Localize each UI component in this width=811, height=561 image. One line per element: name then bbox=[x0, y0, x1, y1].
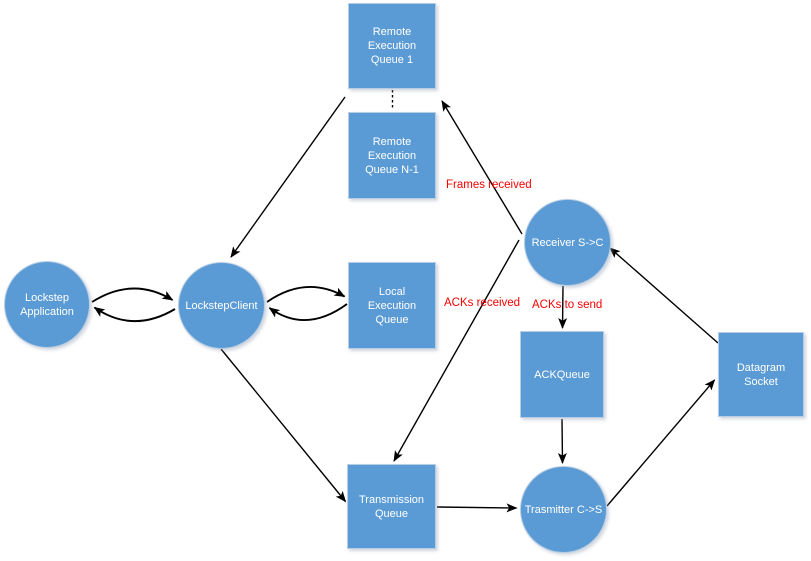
node-remote-execution-queue-n-1: Remote Execution Queue N-1 bbox=[348, 112, 436, 199]
node-lockstep-application: Lockstep Application bbox=[4, 261, 90, 348]
edge-receiver-to-transmission-queue-acks-received bbox=[393, 239, 520, 462]
edge-label-acks-received: ACKs received bbox=[444, 297, 521, 309]
edge-datagram-socket-to-receiver bbox=[609, 247, 719, 344]
edge-transmission-queue-to-trasmitter bbox=[436, 503, 518, 513]
edge-client-to-application-bottom-arc bbox=[93, 306, 176, 323]
node-receiver-s-to-c: Receiver S->C bbox=[524, 199, 611, 286]
edge-client-to-local-queue-top-arc bbox=[266, 286, 346, 303]
node-remote-execution-queue-1: Remote Execution Queue 1 bbox=[348, 3, 436, 89]
edge-trasmitter-to-datagram-socket bbox=[606, 379, 716, 507]
edge-receiver-to-ackqueue-acks-to-send bbox=[558, 285, 568, 329]
node-local-execution-queue: Local Execution Queue bbox=[348, 262, 436, 349]
edge-local-queue-to-client-bottom-arc bbox=[268, 303, 348, 321]
edge-remote-queues-to-lockstep-client bbox=[230, 96, 346, 258]
edge-ackqueue-to-trasmitter bbox=[557, 418, 567, 464]
edge-label-frames-received: Frames received bbox=[446, 179, 532, 191]
node-transmission-queue: Transmission Queue bbox=[347, 464, 436, 549]
node-lockstep-client: LockstepClient bbox=[178, 262, 265, 349]
edge-receiver-to-remote-queues-frames-received bbox=[441, 100, 523, 235]
edge-label-acks-to-send: ACKs to send bbox=[532, 299, 603, 311]
edge-application-to-client-top-arc bbox=[91, 287, 174, 303]
node-trasmitter-c-to-s: Trasmitter C->S bbox=[520, 466, 607, 553]
node-datagram-socket: Datagram Socket bbox=[718, 332, 804, 417]
node-ack-queue: ACKQueue bbox=[520, 331, 604, 418]
edge-lockstep-client-to-transmission-queue bbox=[220, 348, 347, 503]
